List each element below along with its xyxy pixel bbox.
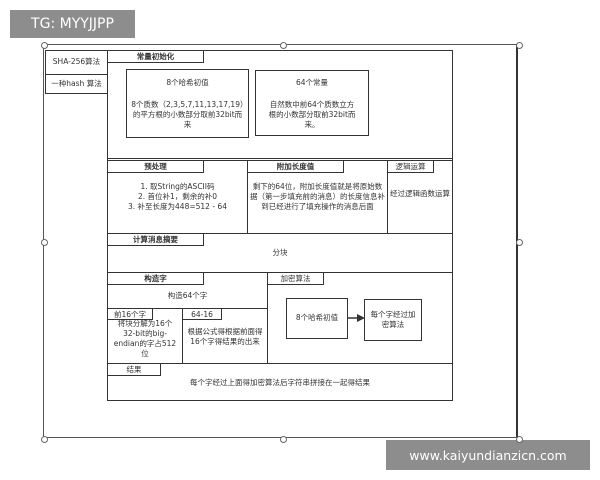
first16-tab: 前16个字 — [107, 308, 153, 320]
hash-init-title: 8个哈希初值 — [166, 78, 209, 87]
hash-init-text: 8个质数（2,3,5,7,11,13,17,19）的平方根的小数部分取前32bi… — [131, 100, 244, 130]
resize-handle[interactable] — [516, 239, 523, 246]
resize-handle[interactable] — [516, 436, 523, 443]
result-tab: 结果 — [107, 363, 161, 376]
result-text: 每个字经过上面得加密算法后字符串拼接在一起得结果 — [190, 377, 370, 387]
hash-subtitle: 一种hash 算法 — [45, 74, 108, 94]
resize-handle[interactable] — [280, 436, 287, 443]
resize-handle[interactable] — [41, 239, 48, 246]
resize-handle[interactable] — [41, 42, 48, 49]
words-text: 构造64个字 — [167, 290, 208, 300]
arrow-icon — [347, 314, 365, 322]
step: 1. 取String的ASCII码 — [140, 181, 215, 191]
constants-text: 自然数中前64个质数立方根的小数部分取前32bit而来。 — [268, 100, 356, 130]
sha256-title: SHA-256算法 — [45, 50, 108, 75]
init-tab: 常量初始化 — [107, 50, 204, 63]
rest-text: 根据公式得根据前面得16个字得结果的出来 — [187, 326, 263, 346]
append-tab: 附加长度值 — [247, 160, 344, 173]
encrypt-init-box: 8个哈希初值 — [286, 298, 348, 339]
words-tab: 构造字 — [107, 272, 204, 285]
append-text: 剩下的64位，附加长度值就是将原始数据（第一步填充前的消息）的长度信息补到已经进… — [250, 181, 385, 212]
logic-tab: 逻辑运算 — [387, 160, 434, 173]
first16-text: 将块分解为16个32-bit的big-endian的字占512位 — [113, 318, 177, 359]
rest-tab: 64-16 — [182, 308, 222, 320]
hash-init-box: 8个哈希初值 8个质数（2,3,5,7,11,13,17,19）的平方根的小数部… — [126, 69, 249, 138]
logic-text: 经过逻辑函数运算 — [390, 188, 450, 198]
step: 2. 首位补1，剩余的补0 — [137, 191, 218, 201]
encrypt-tab: 加密算法 — [267, 272, 324, 285]
step: 3. 补至长度为448=512 - 64 — [128, 202, 227, 212]
digest-tab: 计算消息摘要 — [107, 233, 204, 246]
resize-handle[interactable] — [280, 42, 287, 49]
digest-text: 分块 — [272, 247, 288, 257]
encrypt-words-box: 每个字经过加密算法 — [364, 299, 422, 341]
watermark-bottom: www.kaiyundianzicn.com — [386, 440, 590, 470]
resize-handle[interactable] — [516, 42, 523, 49]
preprocess-steps: 1. 取String的ASCII码 2. 首位补1，剩余的补0 3. 补至长度为… — [108, 180, 247, 214]
watermark-top: TG: MYYJJPP — [10, 10, 135, 38]
constants-title: 64个常量 — [295, 78, 329, 87]
constants-box: 64个常量 自然数中前64个质数立方根的小数部分取前32bit而来。 — [255, 70, 369, 136]
preprocess-tab: 预处理 — [107, 160, 204, 173]
divider — [107, 158, 453, 159]
resize-handle[interactable] — [41, 436, 48, 443]
result-cell — [107, 363, 453, 401]
